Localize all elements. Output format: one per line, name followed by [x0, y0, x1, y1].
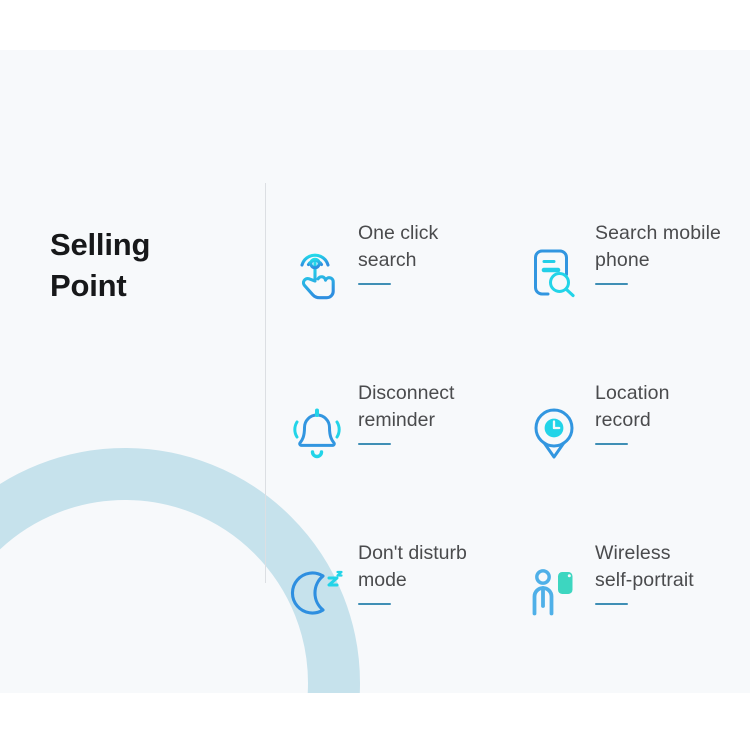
content-card: Selling Point	[0, 50, 750, 693]
ringing-bell-icon	[288, 398, 346, 468]
accent-underline	[358, 602, 391, 605]
feature-item-disconnect-reminder[interactable]: Disconnect reminder	[288, 378, 519, 538]
tap-hand-icon	[288, 238, 346, 308]
feature-text: Location record	[583, 378, 670, 445]
feature-label: Wireless self-portrait	[595, 542, 694, 591]
accent-underline	[358, 282, 391, 285]
person-phone-icon	[525, 558, 583, 628]
moon-zzz-icon	[288, 558, 346, 628]
vertical-divider	[265, 183, 266, 583]
feature-text: Search mobile phone	[583, 218, 721, 285]
feature-row: Disconnect reminder	[288, 378, 750, 538]
feature-row: Don't disturb mode	[288, 538, 750, 693]
feature-label: Don't disturb mode	[358, 542, 467, 591]
feature-label: Location record	[595, 382, 670, 431]
feature-text: Disconnect reminder	[346, 378, 454, 445]
feature-text: One click search	[346, 218, 438, 285]
feature-label: Search mobile phone	[595, 222, 721, 271]
page-title-line-2: Point	[50, 267, 127, 303]
accent-underline	[595, 282, 628, 285]
feature-label: Disconnect reminder	[358, 382, 455, 431]
page-title-line-1: Selling	[50, 227, 151, 262]
feature-row: One click search	[288, 218, 750, 378]
feature-text: Wireless self-portrait	[583, 538, 694, 605]
phone-search-icon	[525, 238, 583, 308]
feature-item-dont-disturb-mode[interactable]: Don't disturb mode	[288, 538, 519, 693]
feature-item-location-record[interactable]: Location record	[519, 378, 750, 538]
feature-item-search-mobile-phone[interactable]: Search mobile phone	[519, 218, 750, 378]
feature-grid: One click search	[288, 218, 750, 693]
feature-text: Don't disturb mode	[346, 538, 467, 605]
accent-underline	[595, 442, 628, 445]
accent-underline	[358, 442, 391, 445]
location-pin-clock-icon	[525, 398, 583, 468]
feature-item-one-click-search[interactable]: One click search	[288, 218, 519, 378]
feature-item-wireless-self-portrait[interactable]: Wireless self-portrait	[519, 538, 750, 693]
accent-underline	[595, 602, 628, 605]
page-title: Selling Point	[50, 225, 240, 307]
feature-label: One click search	[358, 222, 439, 271]
